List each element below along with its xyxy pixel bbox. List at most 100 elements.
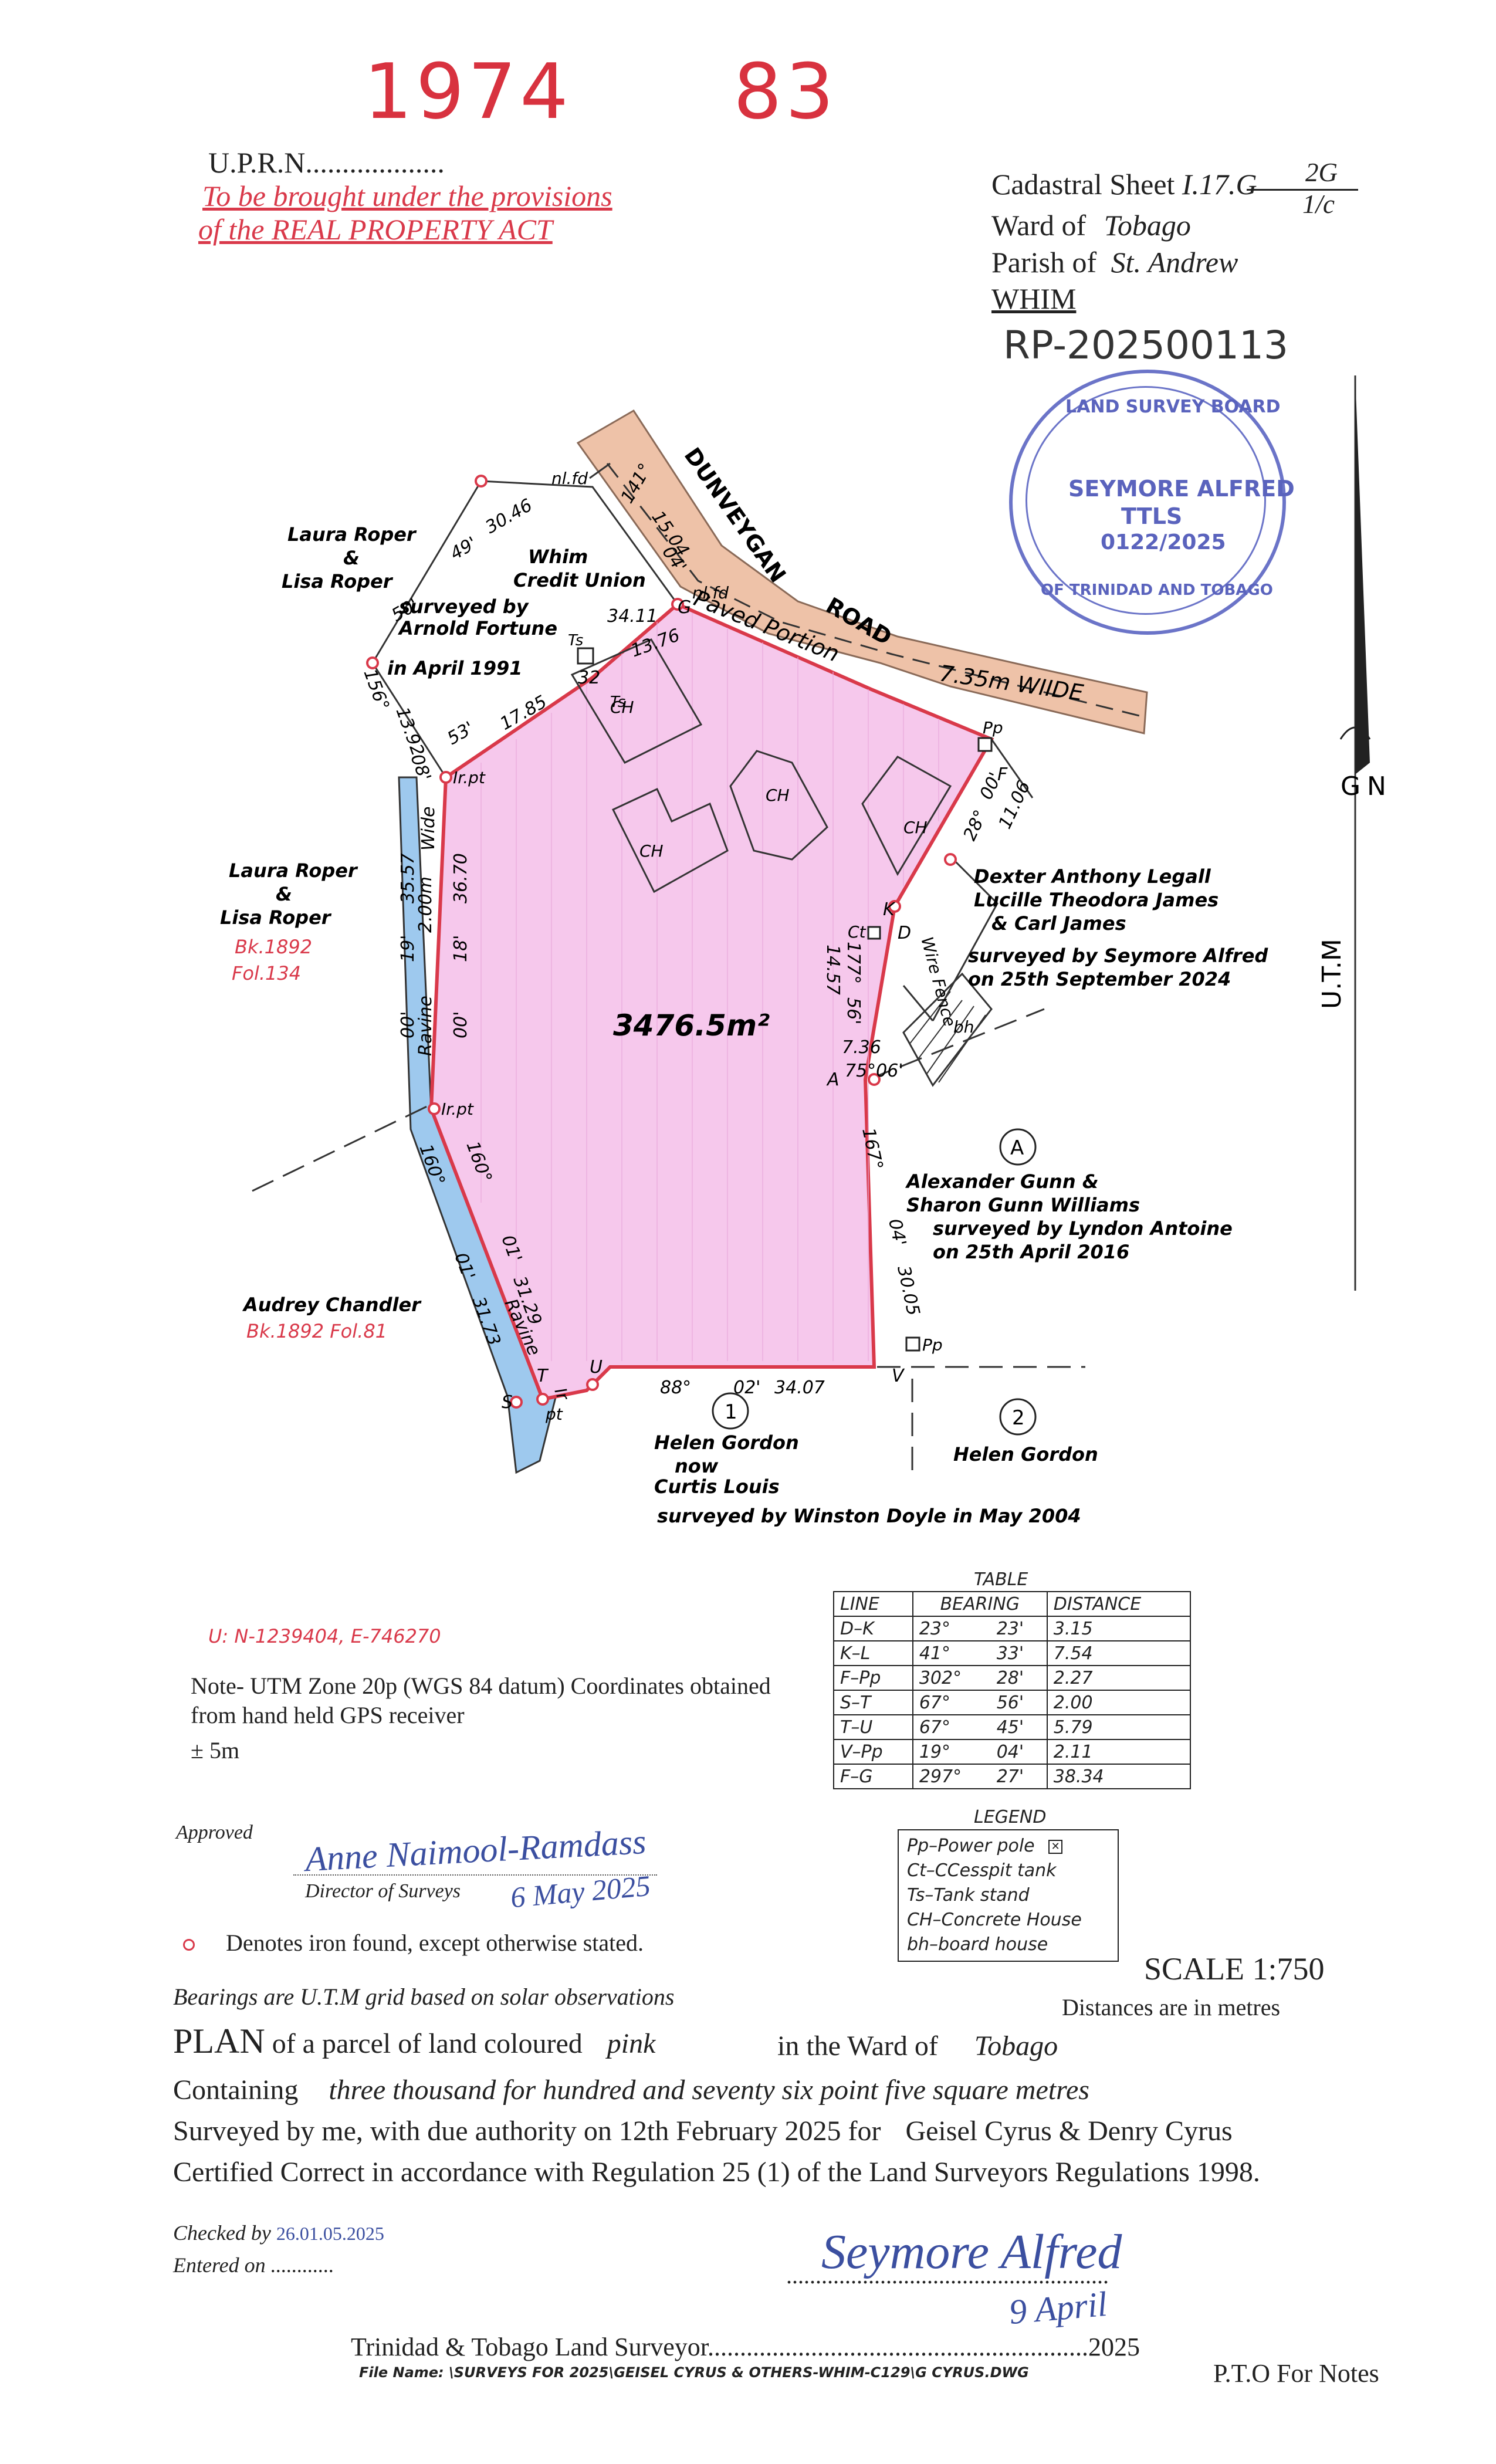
dim-53: 53' xyxy=(444,717,478,749)
nbr-gordon1-3: Curtis Louis xyxy=(654,1475,780,1498)
cell: 19° xyxy=(912,1739,991,1765)
pto-notes: P.T.O For Notes xyxy=(1213,2359,1379,2388)
credit-union-4: Arnold Fortune xyxy=(397,617,557,639)
utm-note-3: ± 5m xyxy=(191,1737,240,1764)
plan-word: PLAN xyxy=(173,2022,265,2060)
surveyor-dots: ........................................… xyxy=(708,2333,1089,2361)
dim-3005: 30.05 xyxy=(893,1264,923,1317)
utm-note-1: Note- UTM Zone 20p (WGS 84 datum) Coordi… xyxy=(191,1673,771,1699)
ravine-wide: Wide xyxy=(418,807,439,851)
stamp-title: TTLS xyxy=(1121,503,1183,529)
dim-56: 56' xyxy=(843,997,864,1024)
table-header-row: LINE BEARING DISTANCE xyxy=(833,1591,1192,1617)
ward-value: Tobago xyxy=(1104,209,1191,242)
dim-736: 7.36 xyxy=(842,1037,881,1058)
legend-item-ts: Ts–Tank stand xyxy=(907,1885,1030,1905)
parish: Parish of St. Andrew xyxy=(991,245,1238,279)
nbr-gunn-2: Sharon Gunn Williams xyxy=(906,1194,1140,1216)
statement-ward-value: Tobago xyxy=(974,2030,1058,2062)
cell: 45' xyxy=(990,1714,1048,1740)
entered-on: Entered on ............ xyxy=(173,2253,334,2277)
nbr-roper-left-fol: Fol.134 xyxy=(232,962,301,984)
surveyor-line-label: Trinidad & Tobago Land Surveyor xyxy=(351,2333,708,2361)
stamp-ring-top: LAND SURVEY BOARD xyxy=(1065,397,1281,417)
point-d: D xyxy=(898,923,911,943)
nbr-chandler-2: Bk.1892 Fol.81 xyxy=(246,1320,387,1342)
surveyed-text: Surveyed by me, with due authority on 12… xyxy=(173,2116,881,2147)
point-g: G xyxy=(678,597,691,618)
power-pole-icon: ✕ xyxy=(1048,1839,1063,1854)
building-ch-4 xyxy=(861,756,952,876)
plan-statement: PLAN of a parcel of land coloured pink xyxy=(173,2021,655,2062)
pp-1: Pp xyxy=(983,718,1003,737)
cell: 56' xyxy=(990,1690,1048,1715)
marker-1-circle xyxy=(712,1392,749,1430)
cell: D–K xyxy=(833,1616,913,1641)
building-ch-3 xyxy=(729,750,828,861)
parish-value: St. Andrew xyxy=(1111,246,1238,279)
signature-date: 9 April xyxy=(1007,2284,1109,2332)
dim-3557: 35.57 xyxy=(398,853,418,903)
nbr-chandler-1: Audrey Chandler xyxy=(242,1294,422,1316)
place-name: WHIM xyxy=(991,282,1077,315)
nbr-roper-left-2: & xyxy=(276,883,292,905)
dim-02: 02' xyxy=(733,1377,760,1398)
cadastral-frac-bottom: 1/c xyxy=(1302,189,1335,219)
cadastral-sheet: Cadastral Sheet I.17.G xyxy=(991,167,1257,201)
iron-note: Denotes iron found, except otherwise sta… xyxy=(226,1930,644,1956)
surveyed-for: Geisel Cyrus & Denry Cyrus xyxy=(905,2116,1233,2147)
statement-ward-label: in the Ward of xyxy=(777,2030,938,2062)
cell: 3.15 xyxy=(1046,1616,1192,1641)
ts-label-1: Ts xyxy=(568,632,583,649)
ch-4: CH xyxy=(903,818,928,837)
cell: 41° xyxy=(912,1640,991,1666)
containing: Containing three thousand for hundred an… xyxy=(173,2074,1089,2106)
legend-item-pp: Pp–Power pole ✕ xyxy=(907,1834,1109,1859)
dim-04b: 04' xyxy=(884,1217,910,1248)
legend-item-ct: Ct–CCesspit tank xyxy=(907,1860,1057,1881)
irpt-3b: pt xyxy=(545,1404,563,1424)
cesspit-marker xyxy=(867,926,881,940)
uprn: U.P.R.N................... xyxy=(208,146,445,179)
table-title: TABLE xyxy=(974,1569,1028,1590)
ravine-label: Ravine xyxy=(415,996,436,1056)
point-u: U xyxy=(590,1357,603,1377)
pp-2: Pp xyxy=(922,1335,943,1355)
nbr-legall-4: surveyed by Seymore Alfred xyxy=(968,945,1268,967)
nbr-gordon1-1: Helen Gordon xyxy=(654,1431,799,1454)
legend-item-ch: CH–Concrete House xyxy=(907,1910,1082,1930)
dim-18: 18' xyxy=(451,935,471,962)
cell: 2.27 xyxy=(1046,1665,1192,1691)
point-s: S xyxy=(502,1392,513,1413)
legend-title: LEGEND xyxy=(974,1807,1047,1827)
north-g: G xyxy=(1341,771,1360,801)
rpa-line-2: of the REAL PROPERTY ACT xyxy=(198,213,553,246)
marker-a: A xyxy=(1010,1136,1024,1160)
plan-rest: of a parcel of land coloured xyxy=(272,2028,583,2059)
point-v: V xyxy=(892,1366,905,1386)
nbr-legall-1: Dexter Anthony Legall xyxy=(974,865,1211,888)
building-bh xyxy=(902,972,993,1087)
cell: 297° xyxy=(912,1764,991,1789)
dim-00a: 00' xyxy=(398,1011,418,1038)
statement-ward: in the Ward of Tobago xyxy=(777,2030,1058,2062)
cell: 7.54 xyxy=(1046,1640,1192,1666)
cell: F–Pp xyxy=(833,1665,913,1691)
legend-item-bh: bh–board house xyxy=(907,1934,1048,1955)
nbr-roper-top-3: Lisa Roper xyxy=(282,570,394,593)
nbr-legall-2: Lucille Theodora James xyxy=(974,889,1219,911)
cell: 38.34 xyxy=(1046,1764,1192,1789)
rp-number: RP-202500113 xyxy=(1003,323,1288,368)
nbr-legall-5: on 25th September 2024 xyxy=(968,968,1231,990)
surveyor-line: Trinidad & Tobago Land Surveyor.........… xyxy=(351,2332,1140,2362)
ts-label-2: Ts xyxy=(610,693,625,711)
surveyor-signature: Seymore Alfred xyxy=(821,2225,1122,2279)
containing-value: three thousand for hundred and seventy s… xyxy=(329,2074,1089,2106)
cell: 27' xyxy=(990,1764,1048,1789)
power-pole-marker xyxy=(977,737,993,752)
cadastral-value: I.17.G xyxy=(1182,168,1257,201)
